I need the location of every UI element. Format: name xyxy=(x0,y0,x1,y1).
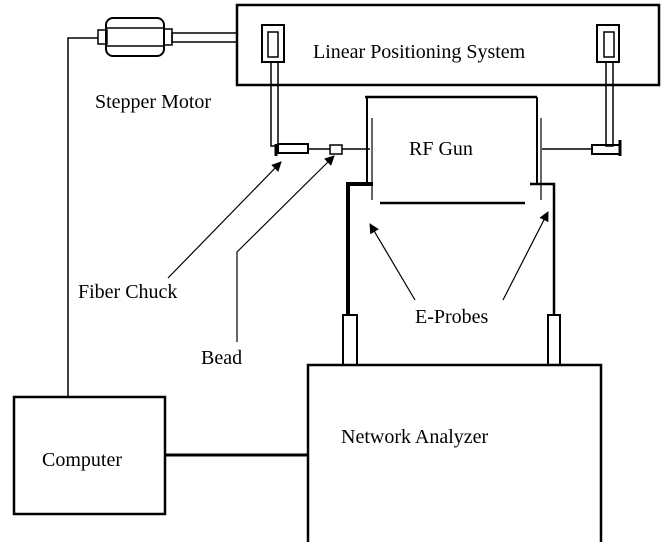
network-analyzer: Network Analyzer xyxy=(306,363,603,542)
fiber-chuck-label: Fiber Chuck xyxy=(78,281,177,303)
e-probes: E-Probes xyxy=(342,182,561,366)
computer: Computer xyxy=(12,395,167,516)
stepper-motor-label: Stepper Motor xyxy=(95,91,211,113)
rf-gun: RF Gun xyxy=(365,95,542,205)
linear-positioning-system: Linear Positioning System xyxy=(235,3,661,87)
linear-positioning-system-label: Linear Positioning System xyxy=(313,41,526,63)
rf-gun-label: RF Gun xyxy=(409,138,473,160)
computer-motor-cable xyxy=(67,37,98,397)
e-probes-label: E-Probes xyxy=(415,306,489,328)
bead-annotation: Bead xyxy=(201,155,335,369)
fiber-carriage xyxy=(270,61,622,156)
bead-label: Bead xyxy=(201,347,242,369)
network-analyzer-label: Network Analyzer xyxy=(341,426,489,448)
fiber-chuck-annotation: Fiber Chuck xyxy=(78,161,282,303)
stepper-motor: Stepper Motor xyxy=(95,17,238,113)
computer-label: Computer xyxy=(42,449,122,471)
